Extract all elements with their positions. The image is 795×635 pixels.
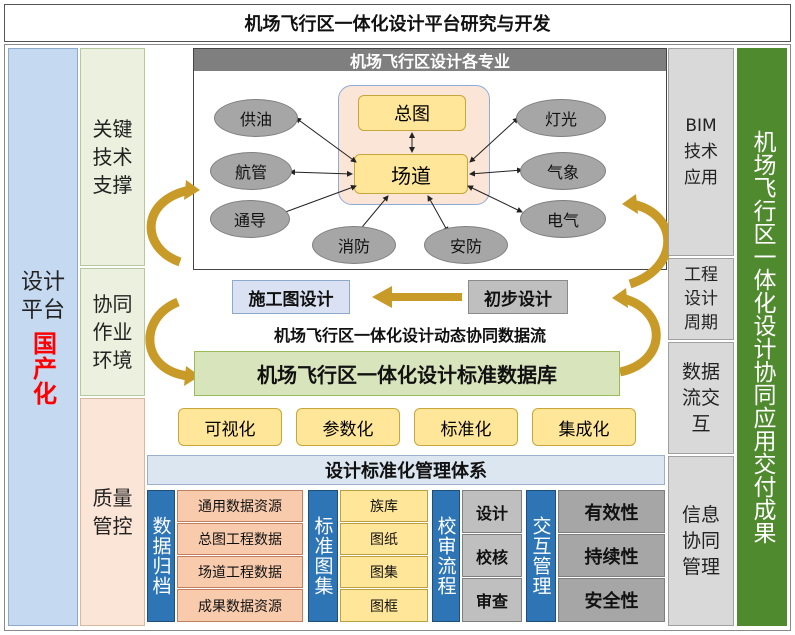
management-header: 设计标准化管理体系: [147, 455, 665, 485]
interaction-label-box: 交互管理: [526, 490, 556, 622]
interaction-validity: 有效性: [558, 490, 665, 533]
info-collaboration: 信息协同管理: [668, 456, 734, 626]
right-upper-arrowhead: [622, 194, 638, 214]
node-air-traffic: 航管: [210, 152, 292, 190]
right-lower-arrowhead: [612, 288, 628, 308]
interaction-security: 安全性: [558, 578, 665, 622]
atlas-family-library: 族库: [340, 490, 428, 522]
node-oil-supply: 供油: [214, 99, 298, 137]
archive-general-resources: 通用数据资源: [177, 490, 303, 522]
left-lower-arrowhead: [184, 366, 200, 386]
node-fire: 消防: [312, 226, 396, 264]
feature-parametric: 参数化: [296, 408, 400, 446]
info-label: 信息协同管理: [681, 504, 720, 578]
review-audit: 审查: [462, 578, 522, 622]
interaction-label: 交互管理: [529, 516, 552, 596]
review-design: 设计: [462, 490, 522, 533]
key-tech-label: 关键技术支撑: [92, 117, 133, 197]
archive-result-resources: 成果数据资源: [177, 589, 303, 622]
review-check: 校核: [462, 534, 522, 577]
atlas-drawings: 图纸: [340, 523, 428, 555]
node-weather: 气象: [520, 152, 606, 190]
node-security: 安防: [424, 226, 508, 264]
page-title: 机场飞行区一体化设计平台研究与开发: [4, 4, 791, 42]
feature-integration: 集成化: [532, 408, 636, 446]
node-electrical: 电气: [520, 200, 606, 238]
platform-line2: 平台: [20, 297, 65, 323]
dataflow-interaction: 数据流交互: [668, 342, 734, 454]
airfield-pavement-box: 场道: [354, 154, 468, 194]
atlas-frames: 图框: [340, 589, 428, 622]
localization-label: 国产化: [28, 330, 57, 406]
bim-label: BIM技术应用: [684, 116, 718, 188]
left-upper-curve: [146, 185, 192, 267]
platform-line1: 设计: [20, 269, 65, 295]
atlas-atlases: 图集: [340, 556, 428, 588]
general-layout-box: 总图: [358, 95, 466, 131]
right-lower-curve: [618, 293, 661, 377]
feature-visualization: 可视化: [178, 408, 282, 446]
standard-atlas-label: 标准图集: [311, 516, 334, 596]
dynamic-dataflow-label: 机场飞行区一体化设计动态协同数据流: [273, 326, 546, 345]
quality-control: 质量管控: [80, 398, 145, 626]
data-archive-label-box: 数据归档: [147, 490, 175, 622]
design-platform-column: 设计 平台 国产化: [8, 48, 78, 626]
collab-env-label: 协同作业环境: [92, 292, 133, 372]
review-flow-label: 校审流程: [434, 516, 457, 596]
left-lower-curve: [145, 297, 189, 381]
flow-arrowhead: [372, 286, 392, 308]
right-upper-curve: [628, 199, 673, 289]
standard-atlas-label-box: 标准图集: [308, 490, 338, 622]
review-flow-label-box: 校审流程: [432, 490, 460, 622]
quality-label: 质量管控: [92, 486, 133, 538]
cycle-label: 工程设计周期: [684, 265, 718, 333]
dataflow-label: 数据流交互: [681, 361, 720, 435]
specialties-header: 机场飞行区设计各专业: [194, 49, 666, 71]
feature-standardization: 标准化: [414, 408, 518, 446]
archive-pavement-data: 场道工程数据: [177, 556, 303, 588]
left-upper-arrowhead: [184, 180, 200, 200]
interaction-continuity: 持续性: [558, 534, 665, 577]
node-navigation: 通导: [210, 200, 290, 238]
collab-environment: 协同作业环境: [80, 268, 145, 396]
delivery-column: 机场飞行区一体化设计协同应用交付成果: [737, 48, 787, 626]
standard-database-box: 机场飞行区一体化设计标准数据库: [194, 351, 620, 396]
preliminary-design-box: 初步设计: [468, 280, 568, 314]
archive-layout-data: 总图工程数据: [177, 523, 303, 555]
construction-design-box: 施工图设计: [232, 280, 350, 314]
data-archive-label: 数据归档: [149, 516, 172, 596]
bim-application: BIM技术应用: [668, 48, 734, 256]
key-tech-support: 关键技术支撑: [80, 48, 145, 266]
outer-frame: [4, 44, 791, 631]
delivery-label: 机场飞行区一体化设计协同应用交付成果: [749, 130, 775, 544]
engineering-cycle: 工程设计周期: [668, 258, 734, 340]
node-lighting: 灯光: [516, 99, 606, 137]
